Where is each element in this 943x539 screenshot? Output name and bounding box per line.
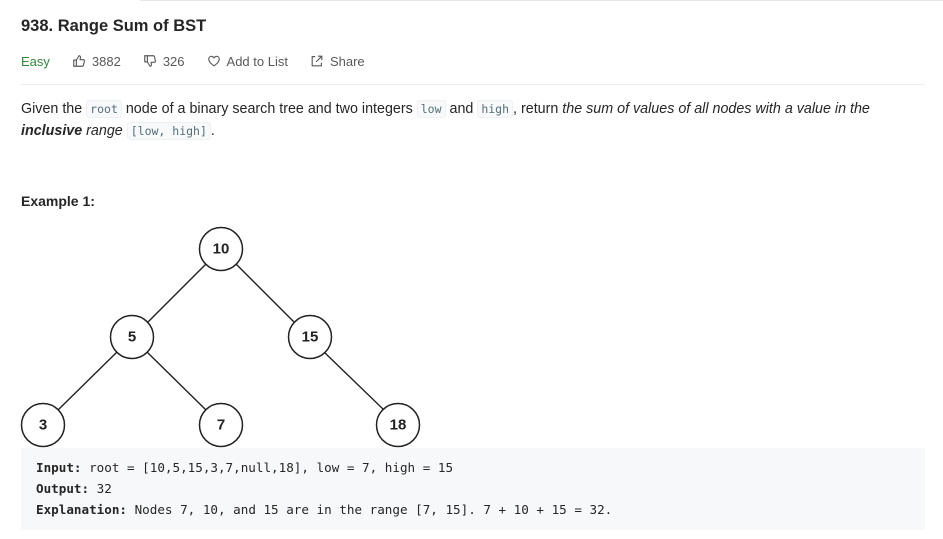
tree-node-label: 7	[217, 417, 225, 434]
example-input-line: Input: root = [10,5,15,3,7,null,18], low…	[36, 460, 453, 475]
share-label: Share	[329, 53, 365, 69]
problem-description: Given the root node of a binary search t…	[21, 98, 921, 142]
like-button[interactable]: 3882	[72, 54, 121, 69]
problem-title: 938. Range Sum of BST	[21, 17, 207, 35]
like-count: 3882	[91, 53, 121, 69]
tree-node-label: 10	[213, 241, 230, 258]
tree-node	[198, 226, 244, 272]
output-value: 32	[89, 481, 112, 496]
output-label: Output:	[36, 481, 90, 496]
dislike-count: 326	[162, 53, 185, 69]
input-value: root = [10,5,15,3,7,null,18], low = 7, h…	[81, 460, 454, 475]
tree-edge	[323, 351, 385, 411]
thumbs-down-icon	[144, 55, 156, 67]
example-title: Example 1:	[21, 193, 95, 209]
tree-node	[198, 402, 244, 448]
example-explanation-line: Explanation: Nodes 7, 10, and 15 are in …	[36, 502, 612, 517]
share-icon	[311, 55, 323, 67]
tree-node	[287, 314, 333, 360]
thumbs-up-icon	[73, 55, 85, 67]
tree-node-label: 5	[128, 329, 136, 346]
top-divider	[140, 0, 943, 1]
tree-node	[20, 402, 66, 448]
example-code-block: Input: root = [10,5,15,3,7,null,18], low…	[21, 448, 925, 530]
tree-node	[109, 314, 155, 360]
description-strong-emphasis: inclusive	[21, 123, 83, 139]
description-emphasis: the sum of values of all nodes with a va…	[562, 101, 870, 117]
inline-code-root: root	[86, 100, 122, 118]
inline-code-low: low	[416, 100, 446, 118]
example-output-line: Output: 32	[36, 481, 112, 496]
tree-edge	[235, 263, 296, 324]
add-to-list-label: Add to List	[226, 53, 288, 69]
problem-meta-bar: Easy 3882 326 Add to List Share	[21, 53, 387, 69]
tree-node-label: 3	[39, 417, 47, 434]
description-text: node of a binary search tree and two int…	[121, 101, 417, 117]
inline-code-high: high	[477, 100, 514, 118]
tree-edge	[146, 263, 207, 324]
add-to-list-button[interactable]: Add to List	[207, 54, 288, 69]
tree-node	[375, 402, 421, 448]
dislike-button[interactable]: 326	[143, 54, 185, 69]
explanation-label: Explanation:	[36, 502, 127, 517]
description-text: .	[210, 123, 215, 139]
description-text: and	[445, 101, 478, 117]
description-text: Given the	[21, 101, 87, 117]
tree-edge	[57, 351, 118, 411]
heart-icon	[207, 55, 220, 67]
inline-code-range: [low, high]	[126, 122, 211, 140]
explanation-value: Nodes 7, 10, and 15 are in the range [7,…	[127, 502, 613, 517]
header-divider	[21, 84, 925, 85]
tree-edge	[146, 351, 207, 411]
binary-tree-diagram: 10 5 15 3 7 18	[20, 226, 421, 448]
tree-node-label: 18	[390, 417, 407, 434]
tree-node-label: 15	[302, 329, 319, 346]
description-emphasis: range	[82, 123, 123, 139]
description-text: , return	[513, 101, 563, 117]
share-button[interactable]: Share	[310, 54, 365, 69]
input-label: Input:	[36, 460, 82, 475]
difficulty-badge: Easy	[21, 53, 50, 69]
